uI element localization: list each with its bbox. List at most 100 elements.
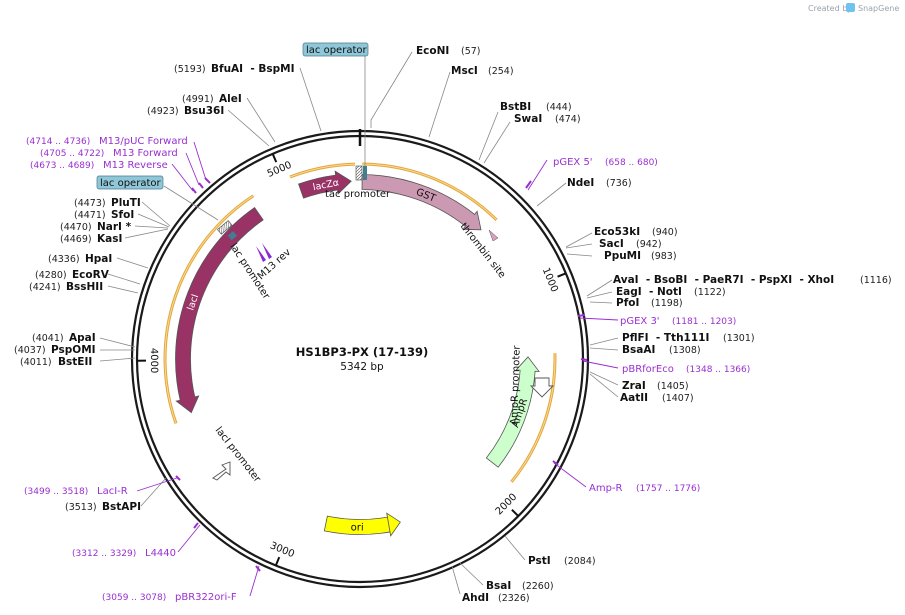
primer-m13puc[interactable]: (4714 .. 4736) M13/pUC Forward <box>26 136 188 147</box>
svg-text:(736): (736) <box>606 178 632 189</box>
enzyme-hpai[interactable]: (4336) HpaI <box>48 253 112 265</box>
svg-text:(4469): (4469) <box>60 234 92 245</box>
svg-text:(4336): (4336) <box>48 254 80 265</box>
primer-pgex3[interactable]: pGEX 3' (1181 .. 1203) <box>620 316 736 327</box>
enzyme-bfuai[interactable]: (5193) BfuAI - BspMI <box>174 63 295 75</box>
svg-text:PspOMI: PspOMI <box>51 344 96 356</box>
svg-text:AhdI: AhdI <box>462 592 489 604</box>
svg-text:(444): (444) <box>546 102 572 113</box>
enzyme-alei[interactable]: (4991) AleI <box>182 93 242 105</box>
svg-text:SacI: SacI <box>599 238 624 250</box>
m13-rev-label: M13 rev <box>256 247 294 282</box>
feature-laci[interactable] <box>175 207 264 414</box>
primer-pbrforeco[interactable]: pBRforEco (1348 .. 1366) <box>622 364 750 375</box>
svg-text:PpuMI: PpuMI <box>604 250 641 262</box>
enzyme-msci[interactable]: MscI (254) <box>451 65 514 77</box>
m13-rev-arrow <box>256 243 272 262</box>
svg-text:(474): (474) <box>555 114 581 125</box>
tick-label-4000: 4000 <box>148 348 159 374</box>
svg-text:(3499 .. 3518): (3499 .. 3518) <box>24 487 88 497</box>
svg-text:(2084): (2084) <box>564 556 596 567</box>
lac-operator-left-label: lac operator <box>96 175 164 190</box>
svg-text:(1301): (1301) <box>723 333 755 344</box>
tick-3000 <box>274 556 281 566</box>
svg-text:(940): (940) <box>652 227 678 238</box>
feature-lacza[interactable] <box>298 170 352 199</box>
svg-text:(4473): (4473) <box>74 198 106 209</box>
svg-text:(658 .. 680): (658 .. 680) <box>605 158 658 168</box>
svg-text:(4037): (4037) <box>14 345 46 356</box>
primer-m13rev[interactable]: (4673 .. 4689) M13 Reverse <box>30 160 168 171</box>
tick-1000 <box>557 272 567 278</box>
enzyme-pflfi[interactable]: PflFI - Tth111I (1301) <box>622 332 755 344</box>
enzyme-eagi[interactable]: EagI - NotI (1122) <box>616 286 726 298</box>
enzyme-zrai[interactable]: ZraI (1405) <box>622 380 689 392</box>
enzyme-bsu36i[interactable]: (4923) Bsu36I <box>147 105 224 117</box>
enzyme-nari[interactable]: (4470) NarI * <box>60 221 132 233</box>
enzyme-bsai[interactable]: BsaI (2260) <box>486 580 554 592</box>
svg-text:(4471): (4471) <box>74 210 106 221</box>
primer-l4440[interactable]: (3312 .. 3329) L4440 <box>72 548 176 559</box>
feature-ampr[interactable] <box>485 356 540 468</box>
enzyme-ndei[interactable]: NdeI (736) <box>567 177 632 189</box>
svg-text:ApaI: ApaI <box>69 332 96 344</box>
enzyme-ahdi[interactable]: AhdI (2326) <box>462 592 530 604</box>
enzyme-bsshii[interactable]: (4241) BssHII <box>29 281 103 293</box>
enzyme-psti[interactable]: PstI (2084) <box>528 555 596 567</box>
enzyme-avai[interactable]: AvaI - BsoBI - PaeR7I - PspXI - XhoI (11… <box>613 274 892 286</box>
enzyme-bstapi[interactable]: (3513) BstAPI <box>65 501 141 513</box>
enzyme-swai[interactable]: SwaI (474) <box>514 113 581 125</box>
credit-prefix: Created by <box>808 4 852 13</box>
svg-text:PflFI - Tth111I: PflFI - Tth111I <box>622 332 709 344</box>
svg-text:BstBI: BstBI <box>500 101 531 113</box>
feature-gst[interactable] <box>361 174 482 231</box>
lac-promoter-arrow <box>217 220 233 235</box>
enzyme-pfoi[interactable]: PfoI (1198) <box>616 297 683 309</box>
svg-text:lac operator: lac operator <box>100 178 161 189</box>
svg-text:M13 Reverse: M13 Reverse <box>103 160 168 171</box>
lac-operator-top-box <box>363 166 367 180</box>
svg-text:HpaI: HpaI <box>85 253 112 265</box>
primer-m13fwd[interactable]: (4705 .. 4722) M13 Forward <box>40 148 178 159</box>
enzyme-ecorv[interactable]: (4280) EcoRV <box>35 269 110 281</box>
enzyme-bsteii[interactable]: (4011) BstEII <box>20 356 92 368</box>
svg-text:BsaI: BsaI <box>486 580 511 592</box>
enzyme-saci[interactable]: SacI (942) <box>599 238 662 250</box>
tac-promoter-arrow <box>355 165 363 181</box>
primer-marks <box>175 177 588 572</box>
svg-text:lac operator: lac operator <box>306 45 367 56</box>
svg-text:SwaI: SwaI <box>514 113 542 125</box>
primer-pbr322ori[interactable]: (3059 .. 3078) pBR322ori-F <box>102 592 237 603</box>
enzyme-kasi[interactable]: (4469) KasI <box>60 233 122 245</box>
svg-text:EcoNI: EcoNI <box>416 45 449 57</box>
ampr-promoter-arrow <box>529 377 555 398</box>
enzyme-pluti[interactable]: (4473) PluTI <box>74 197 141 209</box>
svg-text:M13/pUC Forward: M13/pUC Forward <box>99 136 188 147</box>
feature-label-ori: ori <box>351 522 364 533</box>
enzyme-ppumi[interactable]: PpuMI (983) <box>604 250 677 262</box>
enzyme-bstbi[interactable]: BstBI (444) <box>500 101 572 113</box>
primer-ampr[interactable]: Amp-R (1757 .. 1776) <box>589 483 700 494</box>
primer-laci-r[interactable]: (3499 .. 3518) LacI-R <box>24 486 128 497</box>
laci-promoter-arrow <box>212 461 231 481</box>
svg-text:(4705 .. 4722): (4705 .. 4722) <box>40 149 104 159</box>
svg-text:(1122): (1122) <box>694 287 726 298</box>
svg-text:(1348 .. 1366): (1348 .. 1366) <box>686 365 750 375</box>
enzyme-aatii[interactable]: AatII (1407) <box>620 392 694 404</box>
enzyme-eco53ki[interactable]: Eco53kI (940) <box>594 226 678 238</box>
svg-text:L4440: L4440 <box>145 548 176 559</box>
svg-text:(4923): (4923) <box>147 106 179 117</box>
primer-pgex5[interactable]: pGEX 5' (658 .. 680) <box>553 157 658 168</box>
svg-text:PstI: PstI <box>528 555 551 567</box>
enzyme-econi[interactable]: EcoNI (57) <box>416 45 481 57</box>
svg-text:(4041): (4041) <box>32 333 64 344</box>
svg-text:(2260): (2260) <box>522 581 554 592</box>
svg-text:NdeI: NdeI <box>567 177 594 189</box>
enzyme-apai[interactable]: (4041) ApaI <box>32 332 96 344</box>
enzyme-pspomi[interactable]: (4037) PspOMI <box>14 344 96 356</box>
feature-ori[interactable] <box>323 512 401 537</box>
enzyme-sfoi[interactable]: (4471) SfoI <box>74 209 134 221</box>
enzyme-bsaai[interactable]: BsaAI (1308) <box>622 344 701 356</box>
svg-text:PluTI: PluTI <box>111 197 141 209</box>
